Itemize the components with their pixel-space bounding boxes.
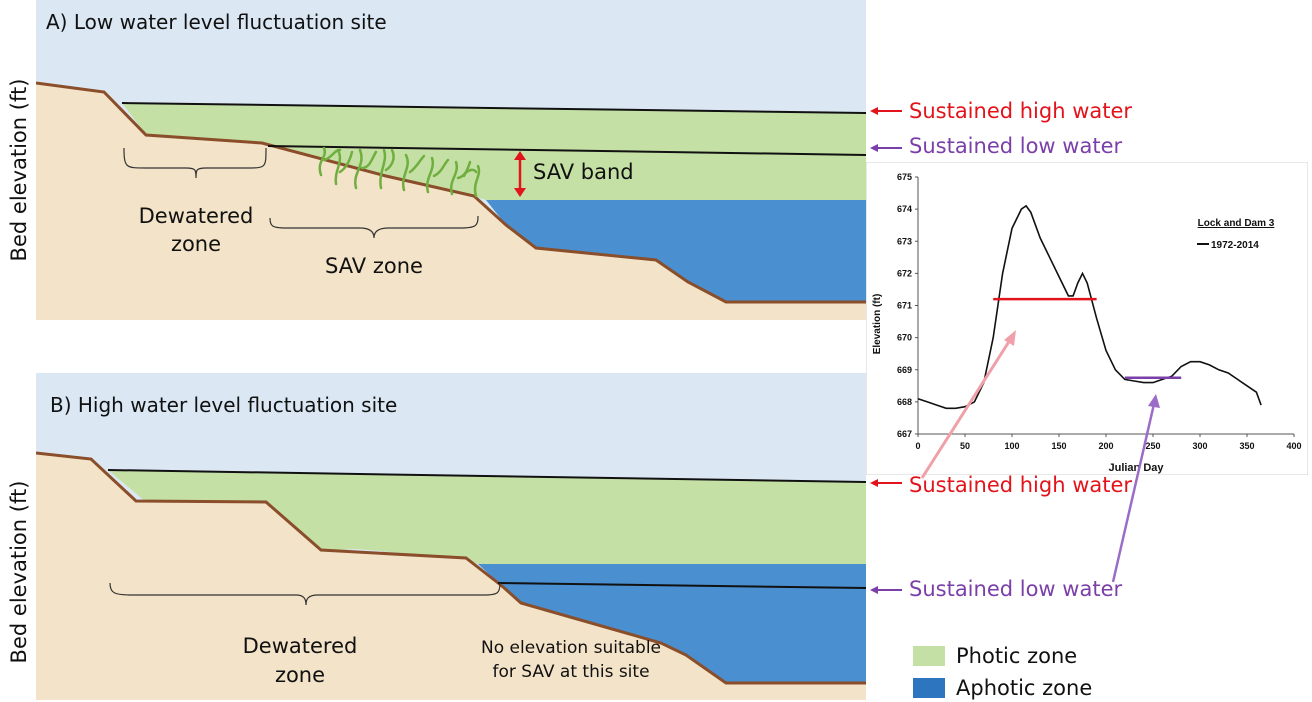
high-water-arrow-a-icon — [870, 107, 902, 115]
chart-y-tick-label: 671 — [897, 301, 912, 311]
photic-zone-b — [108, 470, 866, 564]
chart-y-tick-label: 669 — [897, 365, 912, 375]
chart-y-axis-label: Elevation (ft) — [872, 294, 883, 355]
chart-x-tick-label: 0 — [915, 441, 920, 451]
panel-a-sav-band-label: SAV band — [533, 160, 634, 184]
panel-b-dewatered-line2: zone — [274, 663, 326, 687]
chart-legend-title: Lock and Dam 3 — [1198, 218, 1275, 229]
high-water-line-a — [121, 102, 866, 114]
chart-x-tick-label: 100 — [1004, 441, 1019, 451]
panel-a-dewatered-line1: Dewatered — [138, 204, 254, 228]
high-water-pointer-icon — [920, 330, 1016, 479]
dewatered-bracket-b — [109, 582, 501, 606]
high-water-line-b — [107, 469, 866, 483]
chart-x-tick-label: 200 — [1098, 441, 1113, 451]
chart-y-tick-label: 674 — [897, 204, 912, 214]
chart-y-tick-label: 667 — [897, 429, 912, 439]
chart-y-tick-label: 672 — [897, 268, 912, 278]
sav-plants-icon — [318, 146, 481, 198]
chart-x-tick-label: 400 — [1286, 441, 1301, 451]
low-water-line-a — [267, 145, 866, 156]
low-water-arrow-b-icon — [870, 586, 902, 594]
low-water-line-b — [497, 582, 866, 589]
chart-legend-series-name: 1972-2014 — [1211, 240, 1259, 251]
chart-series-line — [917, 204, 1262, 410]
dewatered-bracket-a — [123, 147, 267, 179]
low-water-arrow-a-icon — [870, 144, 902, 152]
bed-line-b — [36, 451, 866, 685]
panel-b-dewatered-line1: Dewatered — [242, 634, 358, 658]
aphotic-zone-b — [478, 564, 866, 683]
chart-x-tick-label: 350 — [1239, 441, 1254, 451]
chart-x-tick-label: 250 — [1145, 441, 1160, 451]
panel-b-title: B) High water level fluctuation site — [50, 393, 398, 417]
chart-x-tick-label: 300 — [1192, 441, 1207, 451]
high-water-label-a: Sustained high water — [909, 99, 1133, 123]
elevation-chart: 667 668 669 670 671 672 673 674 675 0 50 100 150 200 2… — [866, 162, 1308, 475]
legend-photic-label: Photic zone — [956, 644, 1078, 668]
panel-a-y-axis-label: Bed elevation (ft) — [7, 78, 31, 262]
low-water-pointer-icon — [1111, 394, 1160, 583]
legend-aphotic-swatch — [913, 678, 945, 698]
annotation-arrows — [870, 107, 902, 594]
chart-y-tick-label: 673 — [897, 236, 912, 246]
sav-band-arrow-icon — [514, 151, 526, 197]
chart-x-tick-label: 50 — [960, 441, 970, 451]
legend-aphotic-label: Aphotic zone — [956, 676, 1093, 700]
panel-a-sav-zone-label: SAV zone — [325, 254, 423, 278]
chart-y-tick-label: 668 — [897, 397, 912, 407]
legend-photic-swatch — [913, 646, 945, 666]
chart-y-tick-label: 675 — [897, 172, 912, 182]
panel-b-diagram — [36, 373, 866, 700]
high-water-arrow-b-icon — [870, 479, 902, 487]
photic-zone-a — [122, 103, 866, 200]
panel-a-diagram — [36, 0, 866, 320]
panel-b-y-axis-label: Bed elevation (ft) — [7, 480, 31, 664]
bed-line-a — [36, 81, 866, 304]
panel-a-title: A) Low water level fluctuation site — [46, 10, 387, 34]
panel-b-no-sav-line2: for SAV at this site — [492, 662, 650, 682]
panel-b-no-sav-line1: No elevation suitable — [480, 638, 662, 658]
chart-y-tick-label: 670 — [897, 333, 912, 343]
sediment-b — [36, 453, 866, 700]
sav-zone-bracket-a — [269, 215, 479, 239]
low-water-label-a: Sustained low water — [909, 134, 1123, 158]
chart-x-tick-label: 150 — [1051, 441, 1066, 451]
chart-pointer-arrows — [920, 330, 1160, 583]
panel-a-dewatered-line2: zone — [170, 232, 222, 256]
chart-x-axis-label: Julian Day — [1108, 462, 1164, 474]
high-water-label-b: Sustained high water — [909, 473, 1133, 497]
low-water-label-b: Sustained low water — [909, 577, 1123, 601]
aphotic-zone-a — [486, 200, 866, 302]
